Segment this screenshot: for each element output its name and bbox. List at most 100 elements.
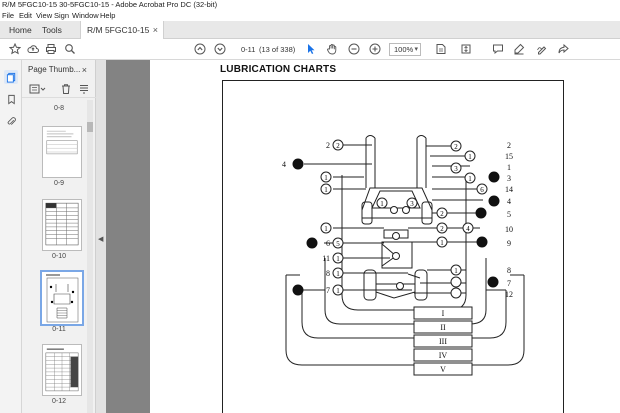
thumbnail-options-icon[interactable] <box>29 83 47 95</box>
search-icon[interactable] <box>63 42 77 56</box>
menu-window[interactable]: Window <box>72 11 99 20</box>
marker-number: 1 <box>336 287 340 295</box>
tab-bar: Home Tools R/M 5FGC10-15 3... × <box>0 21 620 53</box>
marker-number: 2 <box>440 210 444 218</box>
next-page-icon[interactable] <box>213 42 227 56</box>
marker-number: 1 <box>440 239 444 247</box>
callout-number: 8 <box>326 269 330 278</box>
callout-number: 4 <box>282 160 286 169</box>
comment-icon[interactable] <box>491 42 505 56</box>
sign-icon[interactable] <box>535 42 549 56</box>
close-panel-icon[interactable]: × <box>81 65 87 75</box>
marker-number: 1 <box>454 267 458 275</box>
marker-number: 4 <box>466 225 470 233</box>
tab-tools[interactable]: Tools <box>42 25 62 35</box>
thumbnail-label: 0-11 <box>52 326 66 333</box>
filled-marker <box>475 207 487 219</box>
zoom-level-value: 100% <box>394 45 414 54</box>
delete-page-icon[interactable] <box>60 83 72 95</box>
callout-number: 2 <box>326 141 330 150</box>
callout-number: 10 <box>505 225 513 234</box>
upload-icon[interactable] <box>26 42 40 56</box>
marker-number: 1 <box>324 174 328 182</box>
menu-sign[interactable]: Sign <box>54 11 70 20</box>
page-thumbnail[interactable] <box>42 126 82 178</box>
menu-edit[interactable]: Edit <box>19 11 32 20</box>
page-count: (13 of 338) <box>259 45 296 54</box>
toolbar: 0-11 (13 of 338) 100% ▾ <box>0 39 620 60</box>
chevron-down-icon: ▾ <box>414 46 418 53</box>
share-icon[interactable] <box>557 42 571 56</box>
filled-marker <box>488 195 500 207</box>
page-heading: LUBRICATION CHARTS <box>220 64 337 75</box>
page-thumbnail-selected[interactable] <box>40 270 84 326</box>
thumbnail-label: 0-12 <box>51 398 66 405</box>
marker-number: 1 <box>324 225 328 233</box>
marker-number: 1 <box>468 175 472 183</box>
menu-help[interactable]: Help <box>100 11 116 20</box>
panel-splitter[interactable]: ◀ <box>96 60 106 413</box>
fit-page-icon[interactable] <box>434 42 448 56</box>
callout-number: 11 <box>322 254 330 263</box>
menu-file[interactable]: File <box>2 11 15 20</box>
marker-number: 1 <box>336 255 340 263</box>
lubrication-diagram: I II III IV V 2 4 15 1 13 6 11 8 7 <box>282 135 525 376</box>
prev-page-icon[interactable] <box>193 42 207 56</box>
attachments-icon[interactable] <box>4 114 18 128</box>
marker-number: 1 <box>468 153 472 161</box>
document-viewport[interactable]: LUBRICATION CHARTS <box>106 60 620 413</box>
thumbnail-label: 0-10 <box>51 253 66 260</box>
thumbnails-scrollbar[interactable] <box>87 100 93 413</box>
menu-view[interactable]: View <box>36 11 53 20</box>
print-icon[interactable] <box>44 42 58 56</box>
scroll-mode-icon[interactable] <box>459 42 473 56</box>
bookmarks-icon[interactable] <box>4 92 18 106</box>
hand-icon[interactable] <box>325 42 339 56</box>
highlight-icon[interactable] <box>512 42 526 56</box>
cursor-icon[interactable] <box>304 42 318 56</box>
page-thumbnail[interactable] <box>42 199 82 251</box>
thumbnail-label: 0-8 <box>53 105 65 112</box>
page-thumbnails-icon[interactable] <box>4 70 18 84</box>
bookmark-star-icon[interactable] <box>8 42 22 56</box>
page-thumbnail[interactable] <box>42 344 82 396</box>
marker-number: 2 <box>454 143 458 151</box>
callout-number: 5 <box>507 210 511 219</box>
legend-row-label: I <box>442 309 445 318</box>
marker-number: 1 <box>380 200 384 208</box>
callout-number: 14 <box>505 185 513 194</box>
callout-number: 3 <box>507 174 511 183</box>
marker-number: 1 <box>324 186 328 194</box>
navigation-rail <box>0 60 22 413</box>
zoom-out-icon[interactable] <box>347 42 361 56</box>
marker-number: 1 <box>336 270 340 278</box>
thumbnails-tools <box>22 80 96 98</box>
menu-bar: File Edit View Sign Window Help <box>0 10 620 21</box>
thumbnails-title: Page Thumb... <box>28 65 81 74</box>
thumbnail-label: 0-9 <box>53 180 65 187</box>
callout-number: 9 <box>507 239 511 248</box>
page-number-field[interactable]: 0-11 <box>241 45 256 54</box>
tab-document[interactable]: R/M 5FGC10-15 3... × <box>80 21 164 53</box>
filled-marker <box>488 171 500 183</box>
legend-row-label: V <box>440 365 446 374</box>
filled-marker <box>487 276 499 288</box>
marker-number: 3 <box>454 165 458 173</box>
zoom-level-select[interactable]: 100% ▾ <box>389 43 421 56</box>
callout-number: 12 <box>505 290 513 299</box>
callout-number: 7 <box>326 286 330 295</box>
thumbnails-scroll-thumb[interactable] <box>87 122 93 132</box>
thumbnails-header: Page Thumb... × <box>22 60 96 80</box>
callout-number: 6 <box>326 239 330 248</box>
zoom-in-icon[interactable] <box>368 42 382 56</box>
marker-number: 6 <box>480 186 484 194</box>
collapse-panel-icon[interactable]: ◀ <box>98 236 104 243</box>
callout-number: 15 <box>505 152 513 161</box>
filled-marker <box>476 236 488 248</box>
more-options-icon[interactable] <box>78 83 90 95</box>
tab-home[interactable]: Home <box>9 25 32 35</box>
marker-number: 3 <box>410 200 414 208</box>
page-thumbnails-panel: Page Thumb... × 0-8 0-9 0-10 0-11 0-12 <box>22 60 96 413</box>
legend-row-label: II <box>440 323 446 332</box>
tab-close-icon[interactable]: × <box>152 25 158 35</box>
